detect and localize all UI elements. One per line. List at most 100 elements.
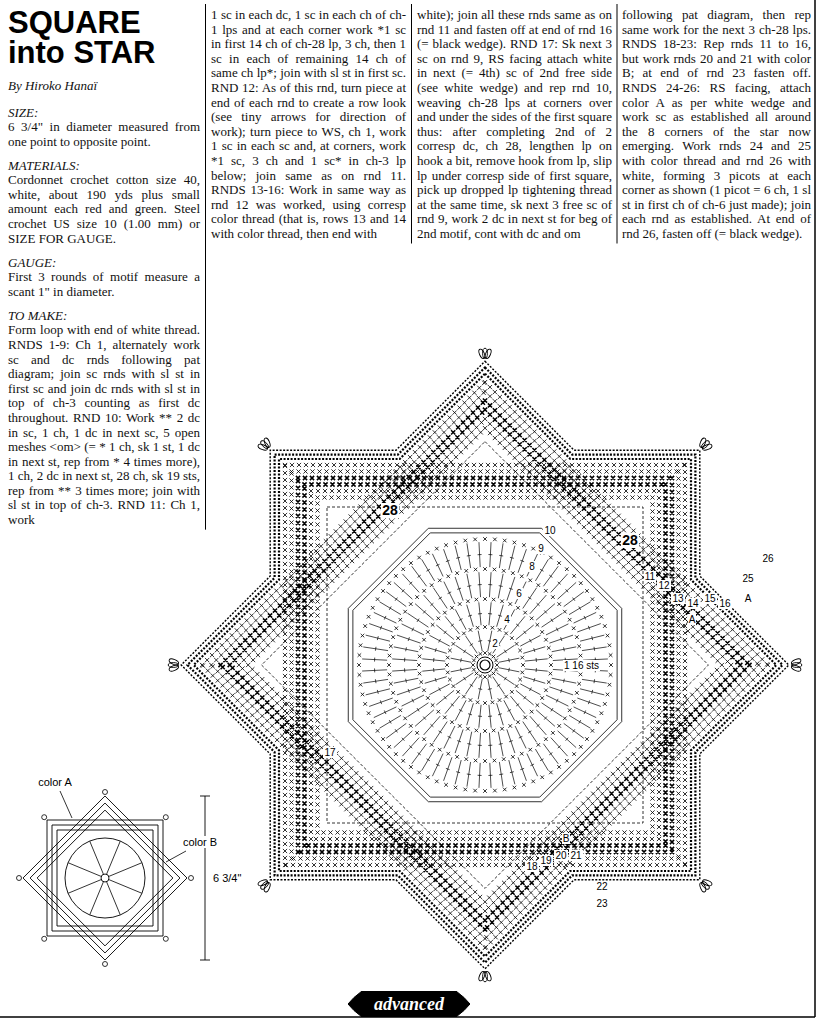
column-rule bbox=[617, 4, 618, 244]
sc-round bbox=[387, 567, 583, 763]
overview-square bbox=[57, 830, 153, 926]
overview-picot bbox=[163, 936, 168, 941]
picot bbox=[168, 658, 179, 666]
sc-round bbox=[471, 651, 499, 679]
dimension-line bbox=[200, 796, 210, 960]
color-letter: B bbox=[562, 833, 571, 844]
overview-square bbox=[23, 796, 187, 960]
body-text: First 3 rounds of motif measure a scant … bbox=[8, 270, 200, 299]
round-number: 19 bbox=[539, 855, 552, 866]
stitch-count: 28 bbox=[381, 503, 399, 518]
dc-round bbox=[451, 631, 520, 700]
round-number: 10 bbox=[543, 525, 556, 536]
badge-text: advanced bbox=[374, 994, 444, 1014]
overview-picot bbox=[189, 876, 194, 881]
sc-round bbox=[445, 625, 525, 705]
star-edge bbox=[181, 361, 789, 969]
dimension-label: 6 3/4" bbox=[212, 872, 242, 884]
color-band bbox=[218, 398, 751, 931]
text-column: 1 sc in each dc, 1 sc in each ch of ch-1… bbox=[211, 8, 406, 242]
overview-picot bbox=[42, 815, 47, 820]
picot bbox=[263, 437, 271, 448]
body-text: white); join all these rnds same as on r… bbox=[417, 8, 612, 242]
color-label: color A bbox=[37, 776, 73, 788]
body-text: Cordonnet crochet cotton size 40, white,… bbox=[8, 173, 200, 246]
byline: By Hiroko Hanaï bbox=[8, 78, 200, 93]
text-column: SQUARE into STARBy Hiroko HanaïSIZE:6 3/… bbox=[8, 8, 200, 528]
overview-diagram bbox=[17, 790, 211, 967]
round-number: 4 bbox=[503, 614, 511, 625]
page-border bbox=[814, 0, 816, 1017]
picot bbox=[257, 879, 268, 887]
picot bbox=[478, 971, 486, 982]
round-number: 16 bbox=[718, 598, 731, 609]
level-badge: advanced bbox=[348, 991, 470, 1017]
column-rule bbox=[411, 4, 412, 244]
dc-round bbox=[392, 572, 578, 758]
round-number: 23 bbox=[595, 898, 608, 909]
overview-square bbox=[30, 803, 180, 953]
overview-picot bbox=[103, 962, 108, 967]
section-heading: MATERIALS: bbox=[8, 158, 200, 173]
round-number: 26 bbox=[761, 553, 774, 564]
round-number: 13 bbox=[671, 593, 684, 604]
round-number: 20 bbox=[554, 850, 567, 861]
chain-loop bbox=[327, 507, 643, 823]
round-number: 6 bbox=[515, 588, 523, 599]
star-edge bbox=[187, 367, 782, 962]
leader-line bbox=[166, 851, 186, 862]
color-letter: A bbox=[688, 614, 697, 625]
page-title: SQUARE into STAR bbox=[8, 8, 178, 68]
picot bbox=[702, 443, 713, 451]
round-number: 11 bbox=[644, 571, 656, 582]
sc-round bbox=[417, 597, 553, 733]
round-number: 18 bbox=[525, 861, 538, 872]
round-number: 12 bbox=[657, 580, 670, 591]
leader-line bbox=[60, 791, 72, 818]
crochet-chart bbox=[168, 348, 802, 982]
star-edge bbox=[194, 374, 777, 957]
text-column: following pat diagram, then rep same wor… bbox=[622, 8, 811, 242]
overview-square bbox=[52, 825, 158, 931]
round-number: 2 bbox=[491, 638, 499, 649]
round-number: 25 bbox=[741, 573, 754, 584]
round-ten bbox=[348, 528, 621, 801]
overview-square bbox=[37, 810, 173, 946]
color-label: color B bbox=[182, 836, 218, 848]
dc-round bbox=[422, 602, 547, 727]
overview-picot bbox=[163, 815, 168, 820]
chain-loop bbox=[262, 442, 709, 889]
color-band bbox=[296, 476, 674, 854]
body-text: 1 sc in each dc, 1 sc in each ch of ch-1… bbox=[211, 8, 406, 242]
picot bbox=[484, 348, 492, 359]
overview-center bbox=[101, 874, 109, 882]
overview-circle bbox=[65, 838, 145, 918]
section-heading: TO MAKE: bbox=[8, 308, 200, 323]
text-column: white); join all these rnds same as on r… bbox=[417, 8, 612, 242]
round-number: 9 bbox=[537, 543, 545, 554]
section-heading: GAUGE: bbox=[8, 255, 200, 270]
square-band bbox=[283, 463, 687, 867]
round-number: 14 bbox=[686, 598, 699, 609]
square-band bbox=[200, 380, 770, 950]
dc-round bbox=[362, 542, 608, 788]
round-number: 21 bbox=[569, 850, 582, 861]
color-letter: A bbox=[744, 593, 753, 604]
round-ten bbox=[353, 533, 617, 797]
overview-picot bbox=[42, 936, 47, 941]
section-heading: SIZE: bbox=[8, 105, 200, 120]
badge-outline bbox=[348, 991, 470, 1017]
round-number: 15 bbox=[703, 593, 716, 604]
picot bbox=[791, 664, 802, 672]
picot bbox=[699, 882, 707, 893]
center-ring bbox=[477, 657, 493, 673]
round-number: 17 bbox=[323, 747, 336, 758]
stitch-note: 1 16 sts bbox=[563, 660, 600, 671]
sc-round bbox=[357, 537, 613, 793]
stitch-count: 28 bbox=[621, 533, 639, 548]
overview-picot bbox=[17, 876, 22, 881]
column-rule bbox=[205, 4, 206, 530]
body-text: Form loop with end of white thread. RNDS… bbox=[8, 323, 200, 527]
overview-spoke bbox=[68, 841, 142, 915]
center-ring bbox=[480, 660, 490, 670]
